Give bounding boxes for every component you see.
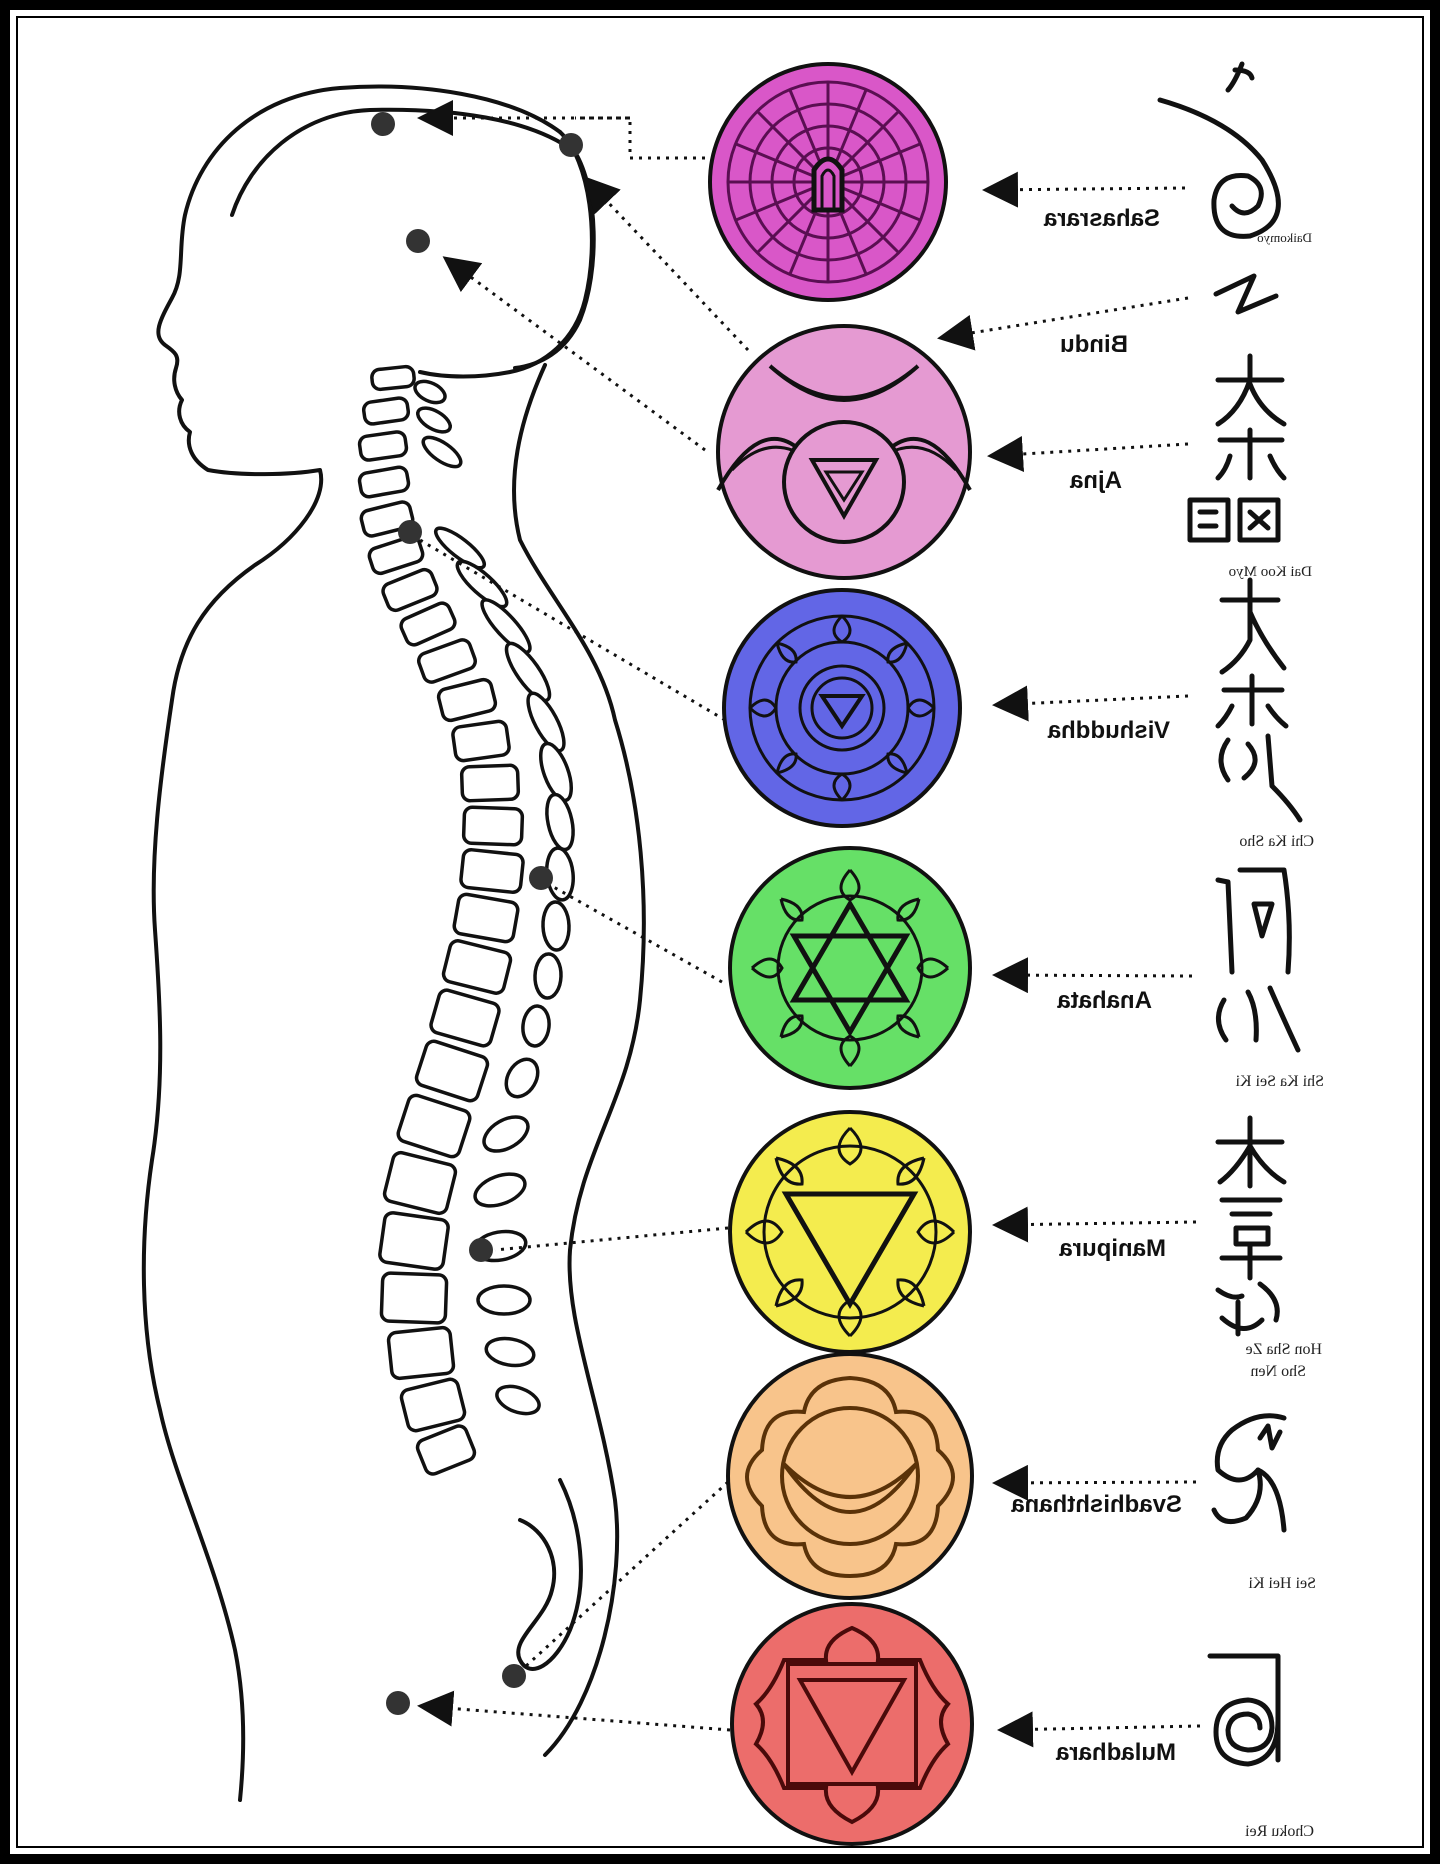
caption-choku-rei: Choku Rei	[1245, 1823, 1314, 1840]
label-bindu: Bindu	[1060, 331, 1128, 358]
connector-arrows	[417, 100, 1201, 1748]
label-manipura: Manipura	[1059, 1235, 1166, 1262]
chakra-muladhara	[730, 1602, 974, 1846]
sei-hei-ki-symbol	[1211, 1413, 1287, 1533]
point-muladhara	[386, 1691, 410, 1715]
hon-sha-ze-sho-nen-symbol	[1215, 1115, 1287, 1337]
label-anahata: Anahata	[1057, 987, 1152, 1014]
point-ajna	[406, 229, 430, 253]
svadhishthana-disc	[726, 1352, 974, 1600]
chakra-vishuddha	[722, 588, 962, 828]
label-vishuddha: Vishuddha	[1047, 717, 1170, 744]
point-vishuddha	[398, 520, 422, 544]
reiki-symbols	[1157, 61, 1303, 1767]
image-frame-inner	[16, 16, 1424, 1848]
chakra-anahata	[728, 846, 972, 1090]
shi-ka-sei-ki-symbol	[1215, 867, 1301, 1053]
muladhara-disc	[730, 1602, 974, 1846]
chakra-ajna	[716, 324, 972, 580]
chakra-sahasrara	[708, 62, 948, 302]
caption-shi-ka-sei-ki: Shi Ka Sei Ki	[1235, 1073, 1324, 1090]
point-anahata	[529, 866, 553, 890]
label-svadhishthana: Svadhishthana	[1011, 1491, 1182, 1518]
chakra-svadhishthana	[726, 1352, 974, 1600]
spine	[357, 364, 575, 1476]
label-ajna: Ajna	[1069, 467, 1122, 494]
caption-sei-hei-ki: Sei Hei Ki	[1248, 1575, 1316, 1592]
caption-chi-ka-sho: Chi Ka Sho	[1239, 833, 1314, 850]
chakra-manipura	[728, 1110, 972, 1354]
chakra-labels: Sahasrara Bindu Ajna Vishuddha Anahata M…	[1011, 205, 1182, 1766]
body-silhouette	[141, 84, 646, 1802]
label-sahasrara: Sahasrara	[1043, 205, 1160, 232]
label-muladhara: Muladhara	[1055, 1739, 1176, 1766]
bindu-symbol	[1213, 273, 1279, 315]
vishuddha-disc	[722, 588, 962, 828]
symbol-captions: Daikomyo Dai Koo Myo Chi Ka Sho Shi Ka S…	[1229, 230, 1324, 1840]
point-manipura	[469, 1238, 493, 1262]
caption-hon-sha-ze: Hon Sha Ze	[1246, 1341, 1322, 1358]
choku-rei-symbol	[1207, 1653, 1281, 1767]
caption-dai-koo-myo: Dai Koo Myo	[1229, 564, 1312, 580]
point-sahasrara	[371, 112, 395, 136]
point-svadhishthana	[502, 1664, 526, 1688]
dai-koo-myo-symbol	[1187, 353, 1287, 543]
caption-sho-nen: Sho Nen	[1250, 1363, 1306, 1380]
caption-daikomyo: Daikomyo	[1257, 230, 1312, 245]
anahata-disc	[728, 846, 972, 1090]
body-points	[371, 112, 583, 1715]
daikomyo-symbol	[1157, 61, 1281, 239]
point-bindu	[559, 133, 583, 157]
chi-ka-sho-symbol	[1215, 577, 1303, 823]
